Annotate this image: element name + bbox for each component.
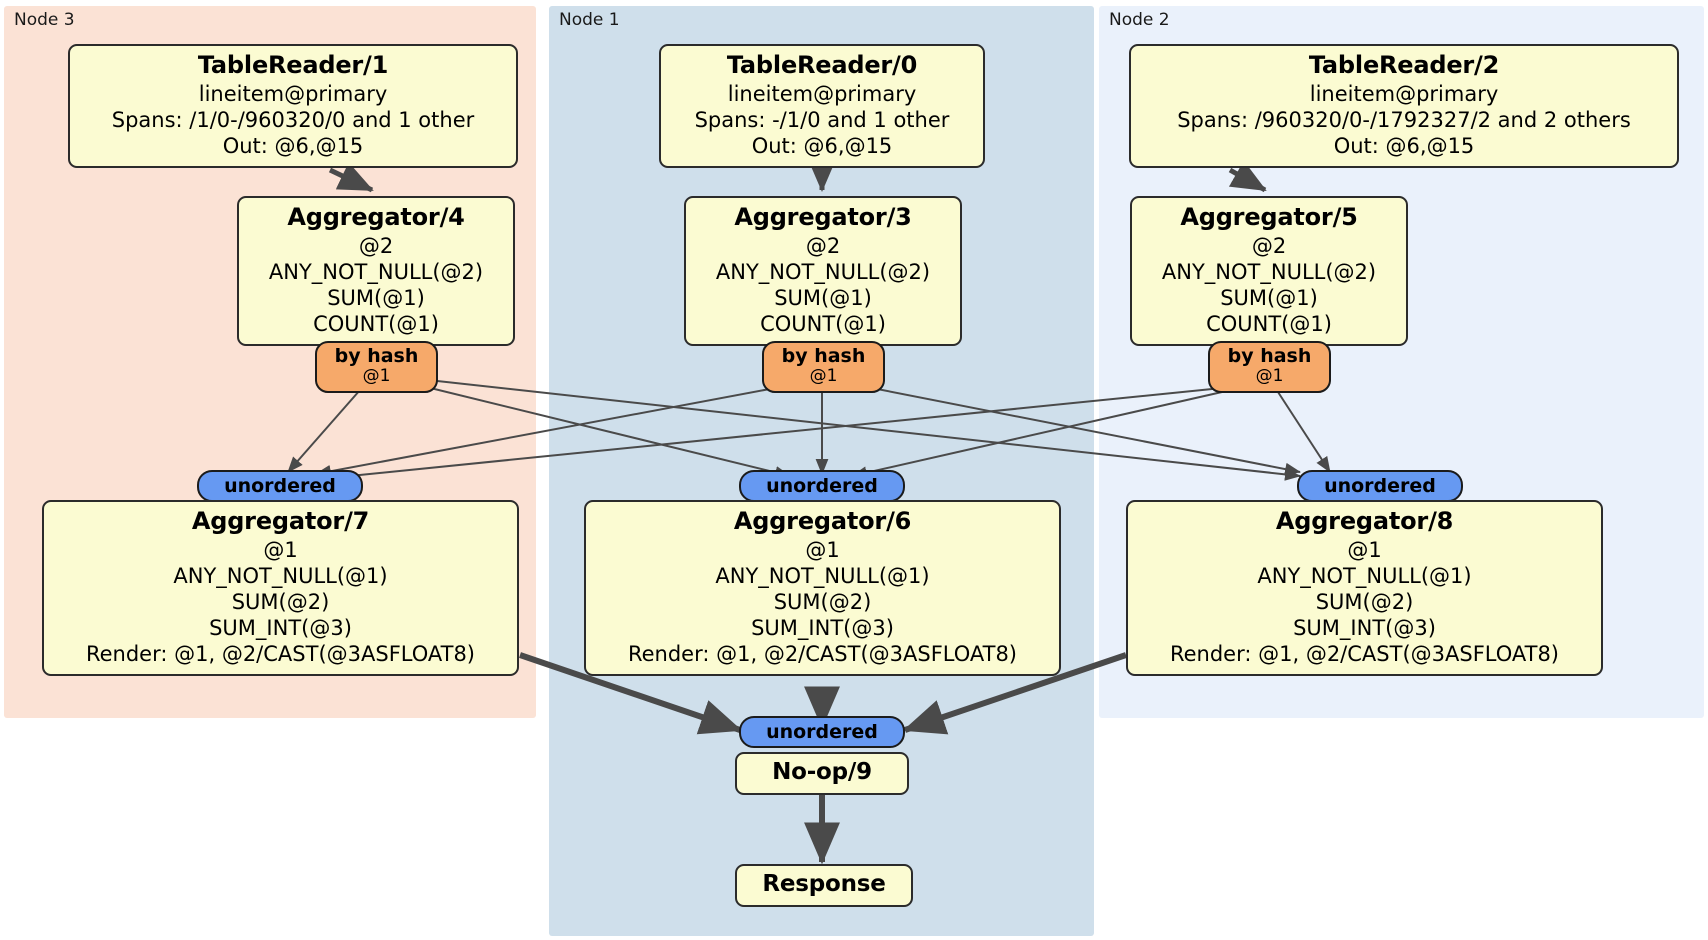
router-column-label: @1 [362, 365, 391, 386]
output-router-by-hash-right[interactable]: by hash @1 [1208, 341, 1331, 393]
processor-detail-agg-2: COUNT(@1) [313, 311, 439, 336]
input-sync-unordered-center[interactable]: unordered [739, 470, 905, 502]
input-sync-unordered-final[interactable]: unordered [739, 716, 905, 748]
processor-detail-render: Render: @1, @2/CAST(@3ASFLOAT8) [627, 641, 1018, 666]
processor-detail-agg-1: SUM(@2) [231, 589, 330, 614]
processor-detail-table: lineitem@primary [1309, 81, 1499, 106]
processor-detail-group: @2 [805, 233, 841, 258]
processor-detail-agg-2: SUM_INT(@3) [751, 615, 894, 640]
processor-detail-group: @1 [263, 537, 298, 562]
processor-detail-group: @2 [1251, 233, 1287, 258]
processor-title: TableReader/0 [726, 51, 918, 79]
processor-table-reader-1[interactable]: TableReader/1 lineitem@primary Spans: /1… [68, 44, 518, 168]
processor-detail-agg-0: ANY_NOT_NULL(@2) [1161, 259, 1377, 284]
processor-aggregator-6[interactable]: Aggregator/6 @1 ANY_NOT_NULL(@1) SUM(@2)… [584, 500, 1061, 676]
node-panel-label-node3: Node 3 [14, 10, 75, 30]
processor-detail-spans: Spans: /960320/0-/1792327/2 and 2 others [1177, 107, 1631, 132]
processor-detail-spans: Spans: /1/0-/960320/0 and 1 other [111, 107, 475, 132]
processor-title: Aggregator/3 [734, 203, 912, 231]
processor-table-reader-2[interactable]: TableReader/2 lineitem@primary Spans: /9… [1129, 44, 1679, 168]
processor-title: TableReader/2 [1308, 51, 1500, 79]
processor-detail-agg-1: SUM(@1) [327, 285, 425, 310]
processor-title: Aggregator/7 [191, 507, 370, 535]
processor-response[interactable]: Response [735, 864, 913, 907]
sync-type-label: unordered [766, 474, 878, 497]
processor-detail-out: Out: @6,@15 [1333, 133, 1475, 158]
processor-detail-render: Render: @1, @2/CAST(@3ASFLOAT8) [1169, 641, 1560, 666]
processor-aggregator-5[interactable]: Aggregator/5 @2 ANY_NOT_NULL(@2) SUM(@1)… [1130, 196, 1408, 346]
processor-title: No-op/9 [772, 759, 872, 785]
processor-detail-agg-0: ANY_NOT_NULL(@1) [173, 563, 388, 588]
processor-detail-agg-0: ANY_NOT_NULL(@1) [1257, 563, 1472, 588]
input-sync-unordered-right[interactable]: unordered [1297, 470, 1463, 502]
output-router-by-hash-left[interactable]: by hash @1 [315, 341, 438, 393]
processor-detail-group: @2 [358, 233, 394, 258]
processor-detail-agg-1: SUM(@1) [1220, 285, 1318, 310]
processor-detail-out: Out: @6,@15 [222, 133, 364, 158]
processor-detail-table: lineitem@primary [727, 81, 917, 106]
router-type-label: by hash [1227, 345, 1312, 367]
processor-title: Aggregator/8 [1275, 507, 1454, 535]
processor-title: TableReader/1 [197, 51, 389, 79]
processor-detail-agg-2: SUM_INT(@3) [1293, 615, 1436, 640]
processor-title: Aggregator/6 [733, 507, 912, 535]
output-router-by-hash-center[interactable]: by hash @1 [762, 341, 885, 393]
processor-aggregator-8[interactable]: Aggregator/8 @1 ANY_NOT_NULL(@1) SUM(@2)… [1126, 500, 1603, 676]
node-panel-label-node1: Node 1 [559, 10, 620, 30]
processor-title: Aggregator/5 [1180, 203, 1358, 231]
processor-detail-table: lineitem@primary [198, 81, 388, 106]
processor-detail-agg-2: COUNT(@1) [760, 311, 886, 336]
processor-detail-agg-0: ANY_NOT_NULL(@2) [715, 259, 931, 284]
input-sync-unordered-left[interactable]: unordered [197, 470, 363, 502]
processor-table-reader-0[interactable]: TableReader/0 lineitem@primary Spans: -/… [659, 44, 985, 168]
processor-detail-agg-1: SUM(@1) [774, 285, 872, 310]
sync-type-label: unordered [766, 720, 878, 743]
processor-detail-render: Render: @1, @2/CAST(@3ASFLOAT8) [85, 641, 476, 666]
router-column-label: @1 [1255, 365, 1284, 386]
node-panel-label-node2: Node 2 [1109, 10, 1170, 30]
sync-type-label: unordered [1324, 474, 1436, 497]
processor-detail-agg-0: ANY_NOT_NULL(@2) [268, 259, 484, 284]
router-type-label: by hash [781, 345, 866, 367]
processor-detail-agg-2: COUNT(@1) [1206, 311, 1332, 336]
processor-detail-agg-1: SUM(@2) [1315, 589, 1414, 614]
processor-detail-group: @1 [805, 537, 840, 562]
processor-detail-agg-0: ANY_NOT_NULL(@1) [715, 563, 930, 588]
processor-aggregator-4[interactable]: Aggregator/4 @2 ANY_NOT_NULL(@2) SUM(@1)… [237, 196, 515, 346]
processor-title: Response [762, 871, 886, 897]
router-column-label: @1 [809, 365, 838, 386]
processor-title: Aggregator/4 [287, 203, 465, 231]
processor-detail-agg-1: SUM(@2) [773, 589, 872, 614]
sync-type-label: unordered [224, 474, 336, 497]
router-type-label: by hash [334, 345, 419, 367]
processor-detail-group: @1 [1347, 537, 1382, 562]
processor-aggregator-3[interactable]: Aggregator/3 @2 ANY_NOT_NULL(@2) SUM(@1)… [684, 196, 962, 346]
processor-no-op-9[interactable]: No-op/9 [735, 752, 909, 795]
processor-detail-spans: Spans: -/1/0 and 1 other [694, 107, 950, 132]
processor-detail-out: Out: @6,@15 [751, 133, 893, 158]
processor-aggregator-7[interactable]: Aggregator/7 @1 ANY_NOT_NULL(@1) SUM(@2)… [42, 500, 519, 676]
processor-detail-agg-2: SUM_INT(@3) [209, 615, 352, 640]
